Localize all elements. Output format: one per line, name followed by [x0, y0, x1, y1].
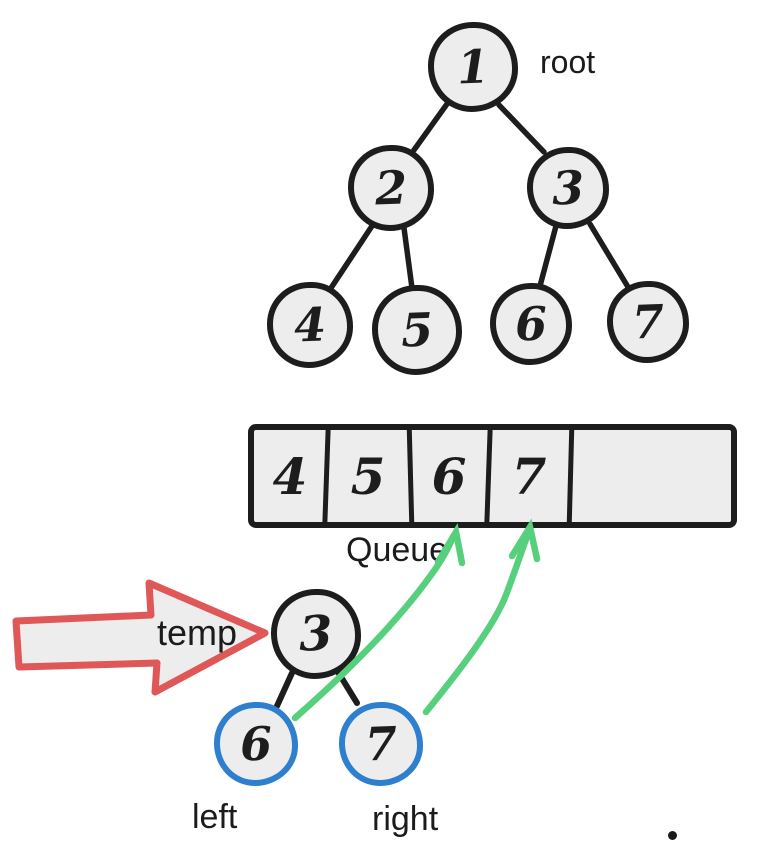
tree-node-6-value: 6 — [514, 296, 548, 352]
tree-node-1: 1 — [428, 22, 518, 112]
temp-node-3: 3 — [271, 589, 361, 679]
left-child-label: left — [192, 798, 238, 836]
temp-left-child-value: 6 — [239, 716, 273, 772]
tree-node-7-value: 7 — [631, 294, 665, 350]
stray-ink-dot — [668, 831, 677, 840]
queue-cell-2: 6 — [410, 430, 488, 522]
tree-node-2-value: 2 — [374, 160, 408, 216]
temp-left-child-node: 6 — [214, 702, 298, 786]
tree-node-4: 4 — [267, 282, 353, 368]
queue-cell-1: 5 — [326, 430, 410, 522]
tree-node-5-value: 5 — [400, 302, 434, 358]
queue-cell-3-value: 7 — [511, 446, 547, 506]
queue-cell-1-value: 5 — [350, 446, 386, 506]
edge-temp-right — [335, 669, 360, 706]
queue-cell-2-value: 6 — [431, 446, 467, 506]
queue-array: 4 5 6 7 — [248, 424, 737, 528]
enqueue-arrow-right-head-icon — [508, 518, 541, 563]
queue-label: Queue — [346, 531, 449, 569]
tree-node-4-value: 4 — [293, 297, 327, 353]
right-child-label: right — [372, 800, 439, 838]
edge-temp-left — [274, 670, 295, 709]
queue-cell-0-value: 4 — [272, 446, 308, 506]
edge-2-5 — [401, 225, 415, 291]
temp-arrow-label: temp — [157, 612, 238, 653]
edge-3-6 — [537, 223, 559, 289]
root-annotation: root — [540, 44, 596, 80]
tree-node-2: 2 — [348, 145, 434, 231]
tree-node-1-value: 1 — [456, 39, 490, 95]
tree-node-3: 3 — [527, 147, 609, 229]
tree-node-6: 6 — [490, 283, 572, 365]
edge-1-3 — [496, 102, 547, 155]
edge-3-7 — [587, 221, 631, 290]
edge-1-2 — [411, 101, 450, 153]
temp-right-child-value: 7 — [364, 716, 398, 772]
temp-right-child-node: 7 — [339, 702, 423, 786]
tree-node-7: 7 — [607, 281, 689, 363]
tree-node-3-value: 3 — [551, 160, 585, 216]
queue-cell-0: 4 — [254, 430, 326, 522]
temp-node-3-value: 3 — [298, 605, 334, 663]
edge-2-4 — [328, 223, 375, 291]
queue-cell-3: 7 — [488, 430, 570, 522]
tree-node-5: 5 — [372, 285, 462, 375]
queue-cell-4 — [570, 430, 731, 522]
